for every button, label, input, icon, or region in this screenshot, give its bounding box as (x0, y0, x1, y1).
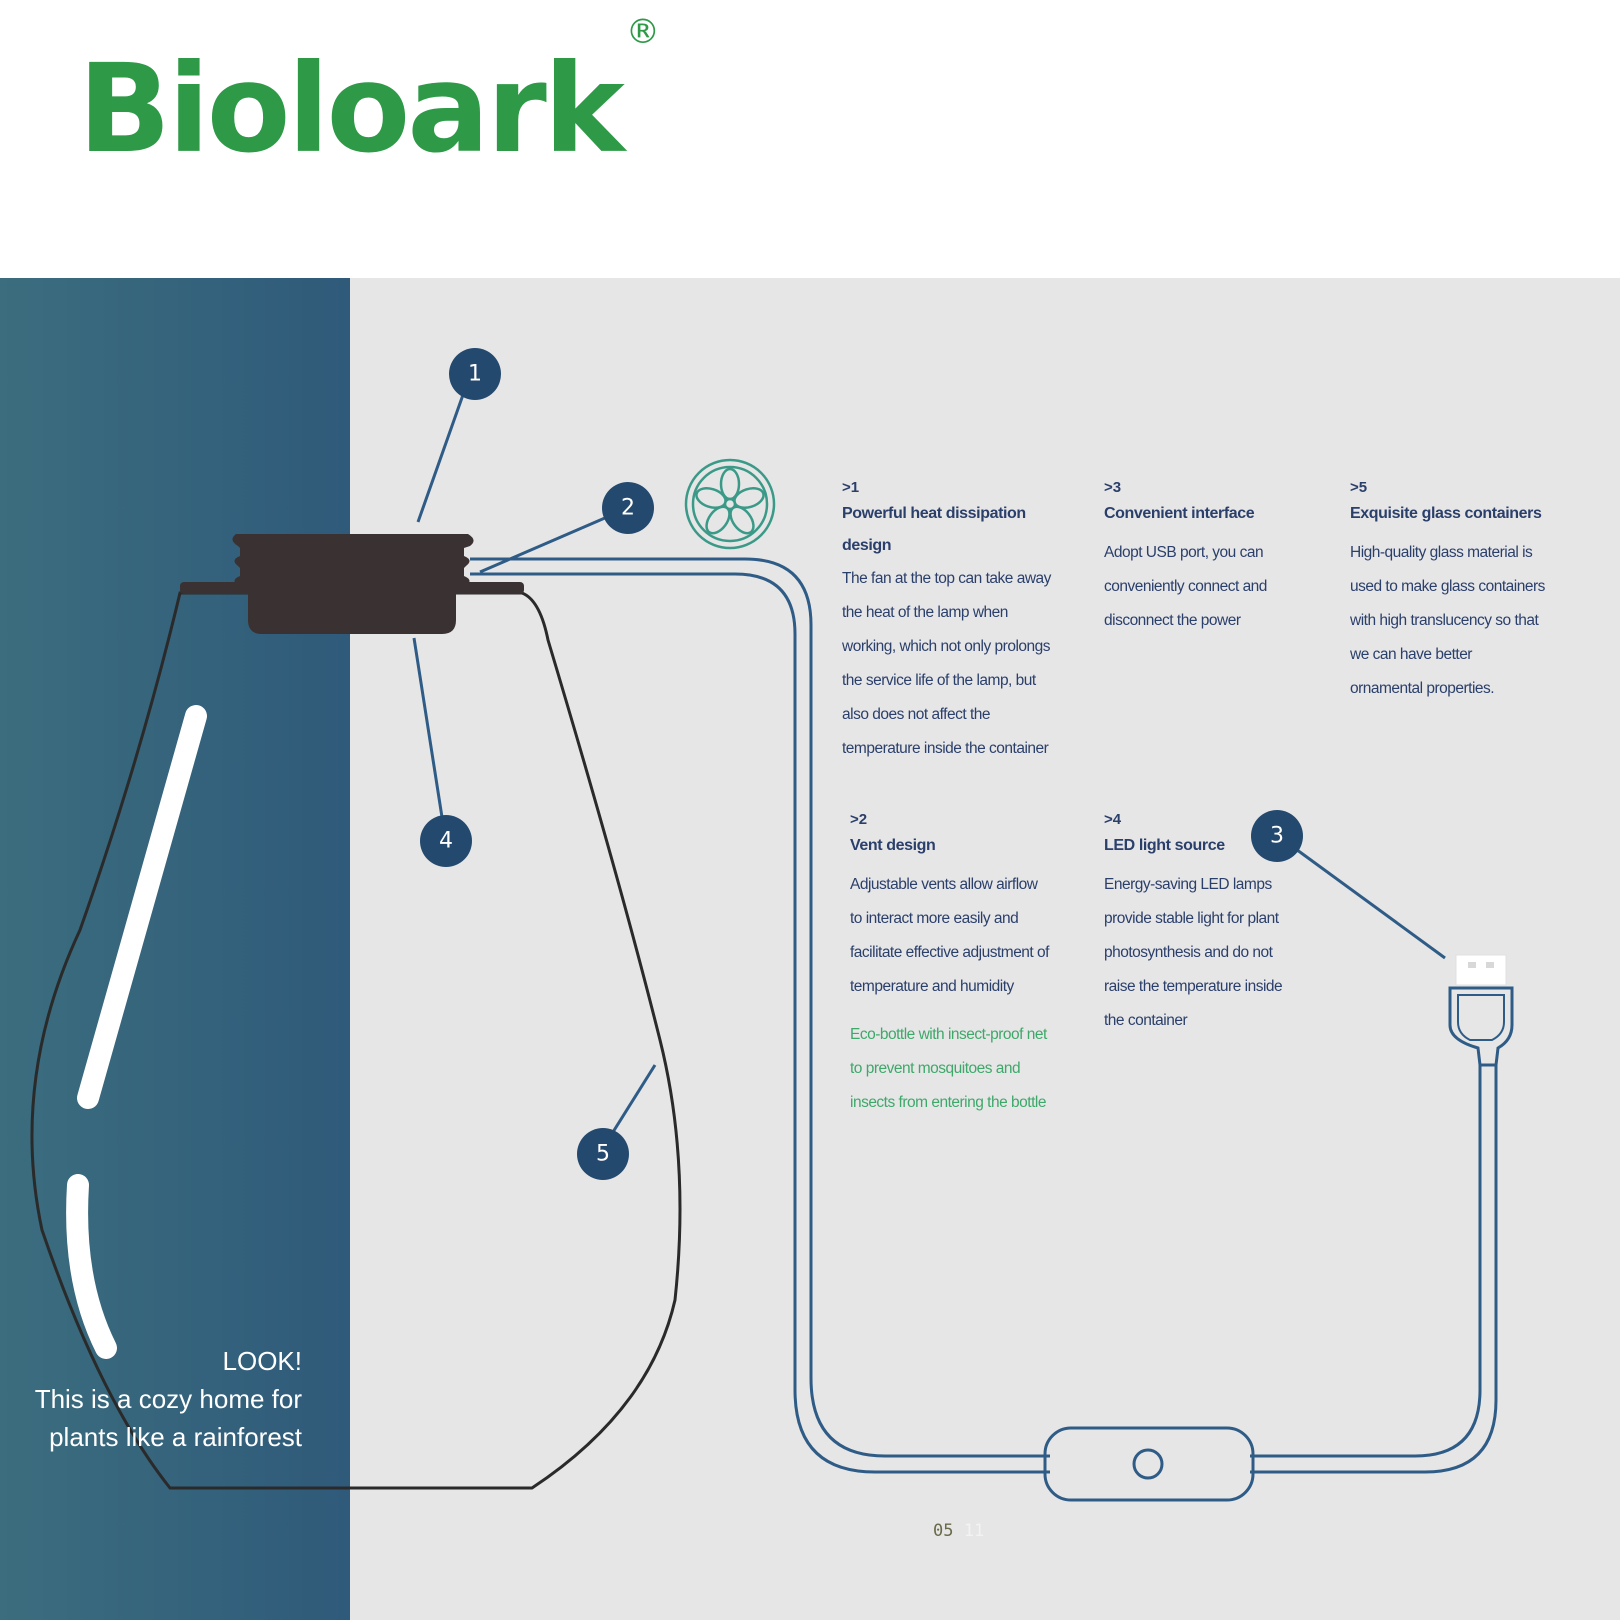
leader-lines (412, 374, 1446, 1149)
feature-title: Exquisite glass containers (1350, 505, 1542, 522)
feature-number: >5 (1350, 479, 1368, 496)
callout-5: 5 (577, 1128, 629, 1180)
tagline: LOOK! This is a cozy home for plants lik… (2, 1342, 302, 1456)
glass-container (30, 591, 682, 1490)
glass-highlight (77, 705, 207, 1109)
feature-5: >5 Exquisite glass containers High-quali… (1350, 478, 1546, 706)
callout-4: 4 (420, 815, 472, 867)
leader-line-1 (416, 374, 472, 523)
feature-description: Adjustable vents allow airflow to intera… (850, 876, 1049, 995)
power-cable (470, 557, 1498, 1474)
side-band (0, 278, 350, 1620)
svg-text:4: 4 (439, 829, 453, 854)
feature-3: >3 Convenient interface Adopt USB port, … (1104, 478, 1304, 638)
glass-highlight (66, 1174, 117, 1359)
feature-number: >3 (1104, 479, 1122, 496)
feature-4: >4 LED light source Energy-saving LED la… (1104, 810, 1304, 1038)
feature-title: LED light source (1104, 837, 1225, 854)
feature-description: High-quality glass material is used to m… (1350, 544, 1545, 697)
page-number: 05 11 (933, 1521, 984, 1541)
svg-text:1: 1 (468, 362, 482, 387)
feature-number: >1 (842, 479, 860, 496)
feature-title: Vent design (850, 837, 936, 854)
feature-note: Eco-bottle with insect-proof net to prev… (850, 1026, 1047, 1111)
registered-mark: ® (625, 12, 660, 53)
feature-2: >2 Vent design Adjustable vents allow ai… (850, 810, 1050, 1120)
feature-description: The fan at the top can take away the hea… (842, 570, 1051, 757)
fan-icon (684, 458, 776, 550)
svg-text:2: 2 (621, 496, 635, 521)
tagline-line-2: This is a cozy home for (34, 1384, 302, 1414)
feature-number: >4 (1104, 811, 1122, 828)
svg-text:5: 5 (596, 1142, 610, 1167)
feature-description: Adopt USB port, you can conveniently con… (1104, 544, 1267, 629)
leader-line-4 (412, 637, 446, 831)
callout-2: 2 (602, 482, 654, 534)
tagline-line-3: plants like a rainforest (49, 1422, 302, 1452)
power-switch-icon (1043, 1426, 1255, 1502)
feature-1: >1 Powerful heat dissipation design The … (842, 478, 1052, 766)
page-total: 11 (963, 1521, 985, 1541)
feature-description: Energy-saving LED lamps provide stable l… (1104, 876, 1283, 1029)
brand-logo: Bioloark® (78, 15, 660, 170)
page-current: 05 (933, 1521, 954, 1541)
brand-name: Bioloark (78, 38, 625, 180)
feature-title: Convenient interface (1104, 505, 1255, 522)
leader-line-2 (479, 506, 629, 574)
callout-3: 3 (1251, 810, 1303, 862)
callout-1: 1 (449, 348, 501, 400)
usb-plug-icon (1448, 954, 1514, 1067)
svg-text:3: 3 (1270, 824, 1284, 849)
fan-lid (232, 534, 474, 634)
feature-number: >2 (850, 811, 868, 828)
tagline-line-1: LOOK! (222, 1346, 302, 1376)
feature-title: Powerful heat dissipation design (842, 505, 1026, 554)
leader-line-3 (1277, 834, 1446, 960)
